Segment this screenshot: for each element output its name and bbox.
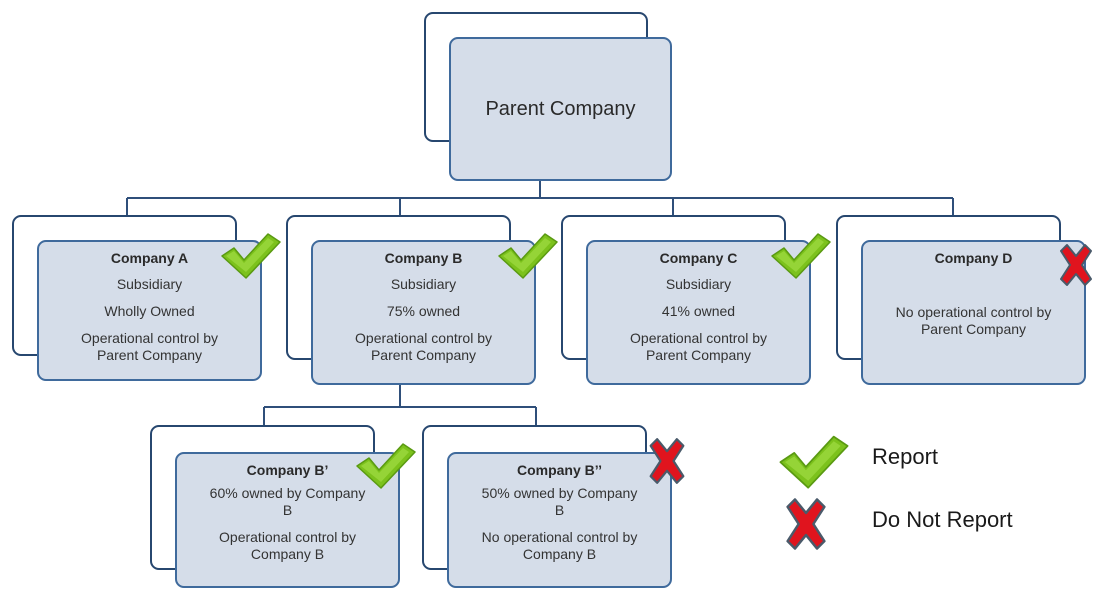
- company-b-prime-ownership: 60% owned by Company: [209, 485, 366, 501]
- checkmark-icon: [771, 233, 831, 279]
- company-b-double-prime-ownership: 50% owned by Company: [481, 485, 638, 501]
- company-b-prime-control: Operational control by: [219, 529, 356, 545]
- company-a-ownership: Wholly Owned: [104, 303, 195, 319]
- checkmark-icon: [221, 233, 281, 279]
- company-b-prime-node: Company B’ 60% owned by Company B Operat…: [175, 452, 400, 588]
- legend-do-not-report-label: Do Not Report: [872, 507, 1013, 532]
- company-a-node: Company A Subsidiary Wholly Owned Operat…: [37, 240, 262, 381]
- company-d-control: No operational control by: [895, 304, 1052, 320]
- company-a-control: Operational control by: [81, 330, 218, 346]
- parent-company-node: Parent Company: [449, 37, 672, 181]
- company-b-double-prime-title: Company B’’: [516, 462, 603, 478]
- company-c-node: Company C Subsidiary 41% owned Operation…: [586, 240, 811, 385]
- company-b-prime-owner: B: [282, 502, 293, 518]
- company-d-control-by: Parent Company: [920, 321, 1027, 337]
- checkmark-icon: [356, 443, 416, 489]
- company-c-type: Subsidiary: [665, 276, 732, 292]
- company-d-node: Company D No operational control by Pare…: [861, 240, 1086, 385]
- company-c-ownership: 41% owned: [661, 303, 736, 319]
- company-b-control-by: Parent Company: [370, 347, 477, 363]
- company-b-type: Subsidiary: [390, 276, 457, 292]
- legend-checkmark-icon: [779, 435, 849, 489]
- parent-company-label: Parent Company: [485, 98, 636, 120]
- company-b-title: Company B: [384, 250, 463, 266]
- company-b-double-prime-control: No operational control by: [481, 529, 638, 545]
- company-c-control-by: Parent Company: [645, 347, 752, 363]
- legend-report-label: Report: [872, 444, 939, 469]
- x-mark-icon: [1060, 244, 1092, 286]
- checkmark-icon: [498, 233, 558, 279]
- company-b-node: Company B Subsidiary 75% owned Operation…: [311, 240, 536, 385]
- company-a-title: Company A: [110, 250, 189, 266]
- company-b-double-prime-node: Company B’’ 50% owned by Company B No op…: [447, 452, 672, 588]
- company-d-title: Company D: [934, 250, 1013, 266]
- company-b-double-prime-owner: B: [554, 502, 565, 518]
- company-c-title: Company C: [659, 250, 738, 266]
- company-b-ownership: 75% owned: [386, 303, 461, 319]
- company-a-type: Subsidiary: [116, 276, 183, 292]
- x-mark-icon: [649, 438, 685, 484]
- company-b-prime-control-by: Company B: [250, 546, 325, 562]
- company-b-control: Operational control by: [355, 330, 492, 346]
- company-c-control: Operational control by: [630, 330, 767, 346]
- company-b-prime-title: Company B’: [246, 462, 329, 478]
- company-a-control-by: Parent Company: [96, 347, 203, 363]
- company-b-double-prime-control-by: Company B: [522, 546, 597, 562]
- legend-x-mark-icon: [786, 498, 826, 550]
